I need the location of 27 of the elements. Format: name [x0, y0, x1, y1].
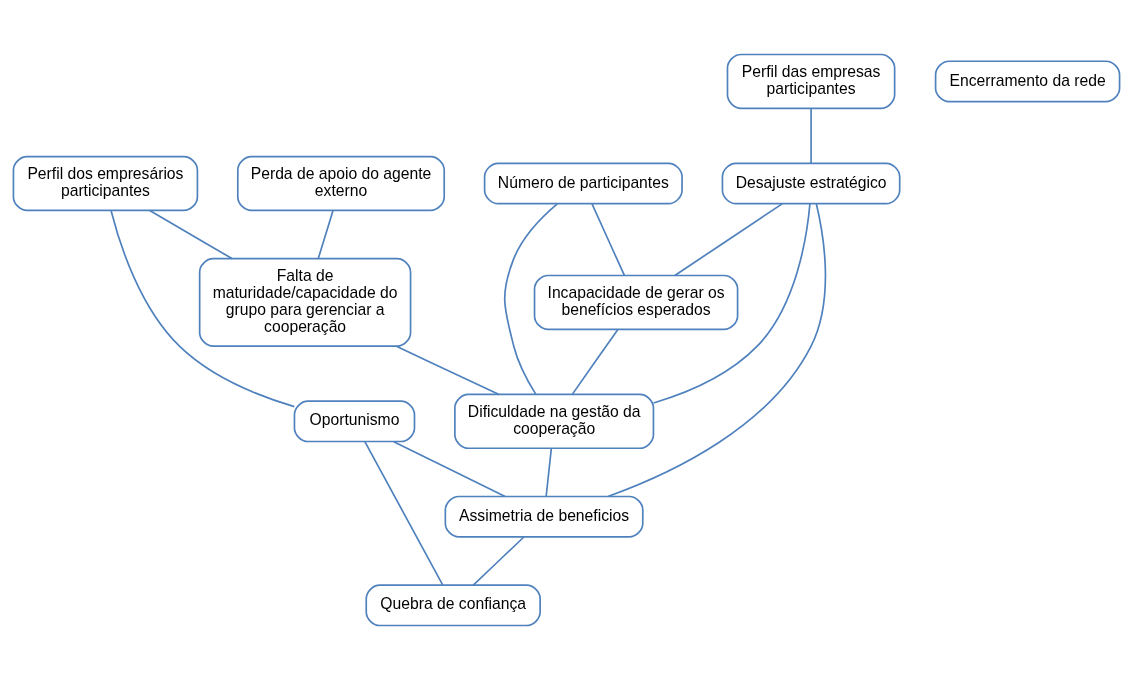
connector — [503, 202, 559, 395]
connector — [392, 440, 506, 497]
connector — [810, 107, 812, 164]
connector — [545, 447, 553, 497]
connector — [317, 209, 334, 259]
connector — [652, 202, 811, 404]
connector — [607, 202, 827, 497]
connector — [674, 202, 783, 276]
node-box: Quebra de confiança — [365, 583, 541, 626]
node-box: Desajuste estratégico — [721, 161, 901, 205]
node-box: Encerramento da rede — [934, 59, 1121, 102]
node-box: Oportunismo — [293, 399, 416, 442]
node-box: Incapacidade de gerar os benefícios esperados — [533, 274, 739, 330]
node-box: Assimetria de beneficios — [444, 495, 644, 538]
connector — [591, 202, 626, 276]
connector — [148, 209, 233, 259]
connector — [472, 535, 525, 586]
connector — [571, 328, 619, 395]
connector — [110, 209, 296, 407]
connector — [395, 345, 500, 395]
connector — [364, 440, 444, 586]
node-box: Dificuldade na gestão da cooperação — [454, 393, 655, 449]
node-box: Perfil das empresas participantes — [726, 53, 896, 109]
node-box: Número de participantes — [483, 161, 683, 205]
node-box: Perfil dos empresários participantes — [12, 155, 199, 211]
node-box: Falta de maturidade/capacidade do grupo para gerenciar a cooperação — [198, 257, 412, 347]
node-box: Perda de apoio do agente externo — [236, 155, 446, 211]
